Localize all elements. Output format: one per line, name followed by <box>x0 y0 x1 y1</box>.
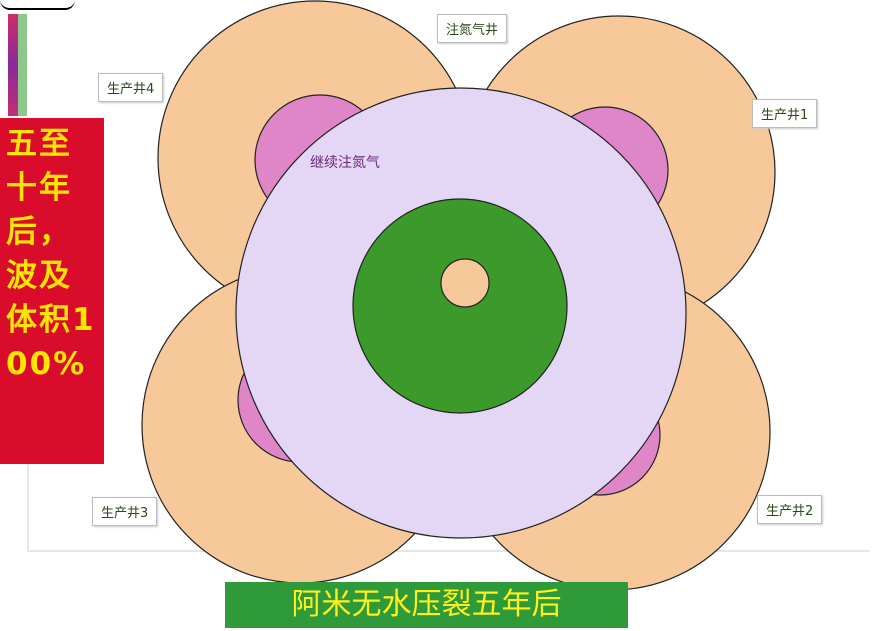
label-continue-injection: 继续注氮气 <box>310 155 380 171</box>
banner-title: 阿米无水压裂五年后 <box>225 582 628 628</box>
label-injection-well: 注氮气井 <box>437 14 508 43</box>
injection-core <box>440 258 490 308</box>
label-producer-3: 生产井3 <box>92 497 158 526</box>
decorative-strip <box>8 14 18 116</box>
side-note: 五至十年后，波及体积100% <box>0 118 104 464</box>
label-producer-2: 生产井2 <box>757 495 823 524</box>
decorative-strip-green <box>18 14 27 116</box>
logo <box>0 0 75 10</box>
label-producer-1: 生产井1 <box>752 99 818 128</box>
label-producer-4: 生产井4 <box>98 73 164 102</box>
